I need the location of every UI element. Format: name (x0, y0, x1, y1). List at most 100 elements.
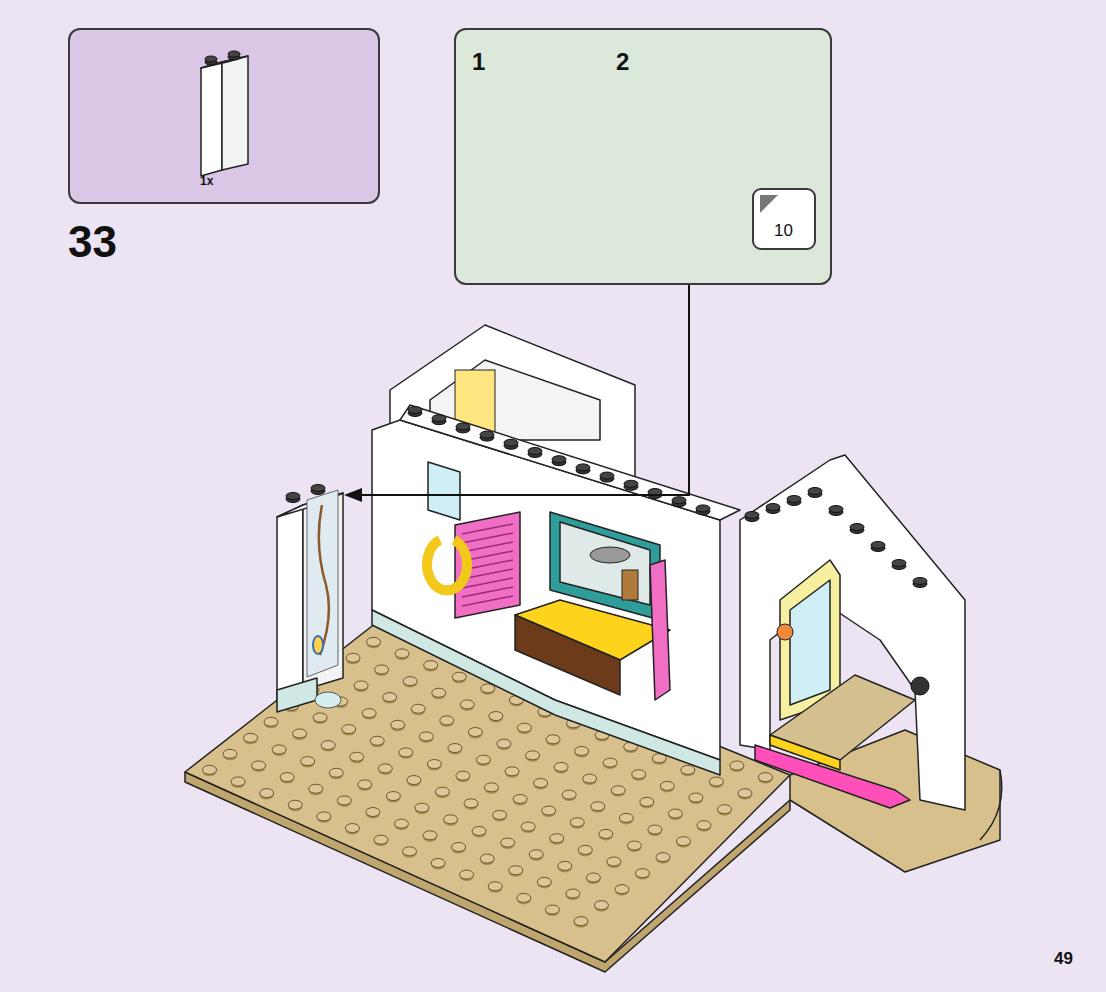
stud (288, 800, 302, 809)
brick-face (740, 455, 965, 810)
stud (611, 786, 625, 795)
brick-face (222, 56, 248, 170)
pointer-head (344, 488, 362, 502)
sticker-number: 10 (774, 222, 793, 239)
stud (452, 842, 466, 851)
stud (696, 505, 710, 512)
stud (730, 761, 744, 770)
stud (440, 716, 454, 725)
plate-edge (980, 770, 1002, 840)
shutter-slat (462, 587, 513, 597)
stud (627, 841, 641, 850)
sub-step-number: 2 (616, 50, 629, 74)
stud (408, 407, 422, 414)
stud (672, 497, 686, 504)
stud (286, 493, 300, 500)
stud (444, 815, 458, 824)
stud (460, 700, 474, 709)
stud (526, 751, 540, 760)
stud (448, 744, 462, 753)
stud (280, 773, 294, 782)
brick-face (515, 615, 620, 695)
shutter-slat (462, 524, 513, 534)
stud (252, 761, 266, 770)
stud (231, 777, 245, 786)
stud (228, 54, 240, 60)
stud (329, 768, 343, 777)
stud (464, 799, 478, 808)
lamp (911, 677, 929, 695)
stud (501, 838, 515, 847)
stud (362, 709, 376, 718)
stud (578, 845, 592, 854)
stud (850, 524, 864, 531)
stud (615, 885, 629, 894)
stud (554, 762, 568, 771)
stud (476, 755, 490, 764)
stud (375, 665, 389, 674)
stud (403, 677, 417, 686)
stud (309, 784, 323, 793)
stud (717, 805, 731, 814)
stud (758, 773, 772, 782)
stud (419, 732, 433, 741)
pointer-line (358, 285, 689, 495)
stud (635, 869, 649, 878)
stud (576, 464, 590, 471)
stud (264, 717, 278, 726)
stud (566, 889, 580, 898)
stud (468, 728, 482, 737)
stud (311, 485, 325, 492)
stud (386, 792, 400, 801)
shutter-slat (462, 596, 513, 606)
stud (681, 765, 695, 774)
stud (505, 767, 519, 776)
stud (570, 818, 584, 827)
bottle (622, 570, 638, 600)
stud (301, 757, 315, 766)
stud (513, 794, 527, 803)
stud (407, 776, 421, 785)
model-illustration (185, 285, 1002, 972)
callout-box: 1210 (454, 28, 832, 285)
stud (517, 723, 531, 732)
stud (546, 735, 560, 744)
stud (574, 917, 588, 926)
stud (583, 774, 597, 783)
brick-face (560, 522, 650, 605)
stud (676, 837, 690, 846)
stud (558, 861, 572, 870)
page-number: 49 (1054, 950, 1073, 967)
stud (542, 806, 556, 815)
stud (656, 853, 670, 862)
stud (260, 789, 274, 798)
stud (456, 423, 470, 430)
shower-head (313, 636, 323, 654)
stud (431, 858, 445, 867)
stud (607, 857, 621, 866)
knob (777, 624, 793, 640)
stud (378, 764, 392, 773)
stud (370, 736, 384, 745)
brick-face (277, 505, 303, 702)
stud (366, 808, 380, 817)
stud (709, 777, 723, 786)
stud (350, 752, 364, 761)
stud (435, 787, 449, 796)
quantity: 1x (200, 175, 213, 187)
stud (892, 560, 906, 567)
stud (829, 506, 843, 513)
stud (395, 649, 409, 658)
stud (586, 873, 600, 882)
stud (424, 661, 438, 670)
sticker-icon (760, 195, 780, 215)
stud (591, 802, 605, 811)
stud (346, 653, 360, 662)
stud (488, 882, 502, 891)
stud (481, 684, 495, 693)
drain (315, 692, 341, 708)
brick-face (201, 62, 222, 176)
stud (358, 780, 372, 789)
stud (599, 829, 613, 838)
stud (534, 778, 548, 787)
